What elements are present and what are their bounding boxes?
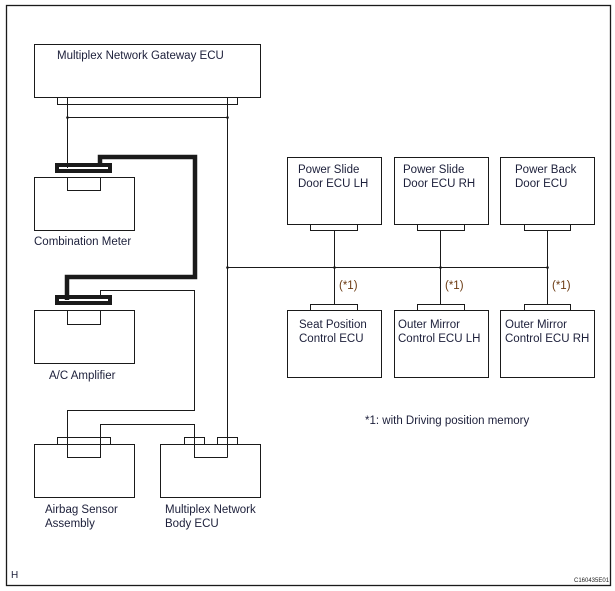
gateway-connector bbox=[57, 97, 238, 105]
body-ecu-label-line2: Body ECU bbox=[165, 518, 219, 530]
airbag-connector bbox=[57, 437, 111, 445]
combination-meter-box bbox=[34, 177, 135, 231]
ac-amplifier-notch bbox=[67, 310, 101, 325]
junction-dot bbox=[226, 116, 229, 119]
conditional-mark-seat: (*1) bbox=[339, 280, 358, 292]
junction-dot bbox=[546, 266, 549, 269]
ac-thick-connector bbox=[55, 295, 112, 305]
mirror-lh-connector bbox=[417, 304, 465, 311]
mirror-rh-line1: Outer Mirror bbox=[505, 319, 567, 331]
thick-harness bbox=[64, 154, 198, 300]
ac-amplifier-box bbox=[34, 310, 135, 364]
pbd-line2: Door ECU bbox=[515, 178, 568, 190]
meter-thick-connector bbox=[55, 163, 112, 173]
combination-meter-label: Combination Meter bbox=[34, 236, 132, 248]
mirror-lh-line2: Control ECU LH bbox=[398, 333, 481, 345]
junction-dot bbox=[439, 266, 442, 269]
junction-dot bbox=[66, 116, 69, 119]
junction-dot bbox=[226, 266, 229, 269]
seat-line1: Seat Position bbox=[299, 319, 367, 331]
psd-rh-line2: Door ECU RH bbox=[403, 178, 476, 190]
gateway-label: Multiplex Network Gateway ECU bbox=[57, 50, 224, 62]
body-ecu-label-line1: Multiplex Network bbox=[165, 504, 256, 516]
seat-connector bbox=[310, 304, 358, 311]
mirror-rh-line2: Control ECU RH bbox=[505, 333, 590, 345]
frame bbox=[5, 4, 612, 587]
psd-lh-line1: Power Slide bbox=[298, 164, 360, 176]
psd-lh-connector bbox=[310, 224, 358, 231]
pbd-line1: Power Back bbox=[515, 164, 577, 176]
junction-dot bbox=[333, 266, 336, 269]
airbag-label-line2: Assembly bbox=[45, 518, 95, 530]
figure-code: C160435E01 bbox=[574, 578, 610, 584]
mirror-lh-line1: Outer Mirror bbox=[398, 319, 460, 331]
gateway-bus-line bbox=[67, 97, 228, 118]
airbag-box bbox=[34, 444, 135, 498]
combination-meter-notch bbox=[67, 177, 101, 191]
psd-rh-connector bbox=[417, 224, 465, 231]
mirror-rh-connector bbox=[524, 304, 571, 311]
ac-amplifier-label: A/C Amplifier bbox=[49, 370, 116, 382]
pbd-connector bbox=[524, 224, 571, 231]
body-ecu-box bbox=[160, 444, 261, 498]
ac-airbag-line bbox=[67, 290, 228, 458]
conditional-mark-mirror-rh: (*1) bbox=[552, 280, 571, 292]
corner-letter: H bbox=[11, 570, 19, 581]
psd-rh-line1: Power Slide bbox=[403, 164, 465, 176]
conditional-mark-mirror-lh: (*1) bbox=[445, 280, 464, 292]
psd-lh-line2: Door ECU LH bbox=[298, 178, 369, 190]
seat-line2: Control ECU bbox=[299, 333, 364, 345]
airbag-label-line1: Airbag Sensor bbox=[45, 504, 118, 516]
footnote: *1: with Driving position memory bbox=[365, 415, 530, 427]
